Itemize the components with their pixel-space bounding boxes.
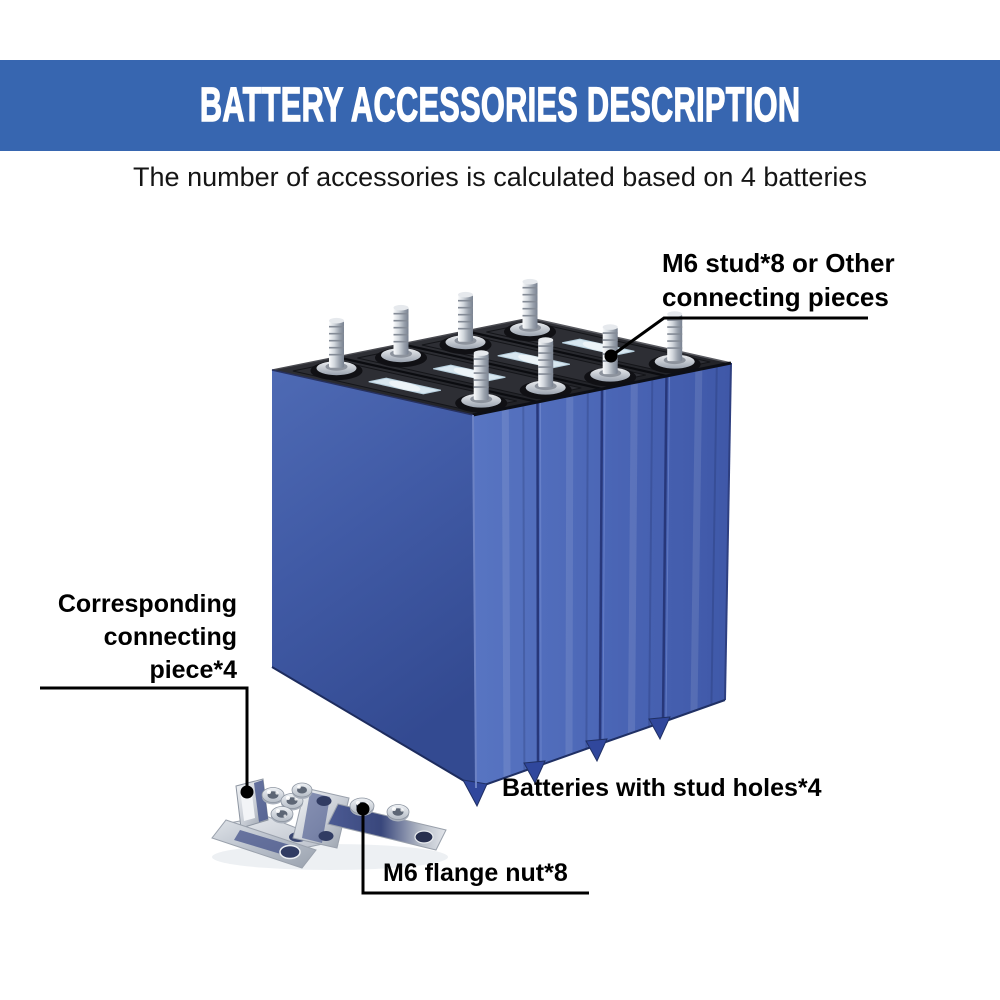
battery-cell-panels (462, 361, 732, 808)
callout-flange-nut-label: M6 flange nut*8 (383, 859, 568, 887)
stud-icon (375, 304, 427, 368)
stud-icon (439, 291, 492, 355)
battery-left-face (272, 370, 476, 788)
callout-batteries-label: Batteries with stud holes*4 (502, 774, 822, 802)
callout-line (40, 686, 249, 792)
callout-stud-line1: M6 stud*8 or Other (662, 248, 895, 278)
callout-connecting-line1: Corresponding (57, 590, 237, 618)
stud-icon (504, 278, 556, 342)
subtitle-text: The number of accessories is calculated … (133, 162, 867, 192)
busbar-icon (211, 819, 317, 869)
label-sticker-icon (368, 338, 635, 395)
accessories-hardware (211, 778, 448, 870)
flange-nut-icon (261, 787, 285, 805)
busbar-icon (327, 803, 447, 851)
callout-dots (240, 349, 618, 816)
callout-lines (40, 316, 868, 895)
callout-stud-line2: connecting pieces (662, 282, 889, 312)
title-banner: BATTERY ACCESSORIES DESCRIPTION (0, 60, 1000, 151)
flange-nut-icon (386, 804, 410, 822)
stud-icon (455, 350, 508, 413)
battery-top-seams (336, 329, 667, 404)
battery-front-edge (472, 414, 477, 789)
battery-left-top-edge (271, 369, 474, 416)
stud-icon (648, 311, 701, 374)
page-title: BATTERY ACCESSORIES DESCRIPTION (199, 78, 801, 132)
battery-left-bottom-edge (271, 666, 477, 789)
callout-dot (356, 802, 370, 816)
callout-connecting-line2: connecting (103, 623, 237, 651)
flange-nut-icon (270, 806, 294, 824)
callout-line (613, 316, 868, 356)
busbar-icon (292, 787, 350, 849)
flange-nut-icon (291, 782, 313, 799)
callout-line (361, 812, 589, 895)
stud-icon (519, 337, 572, 400)
stud-icon (584, 324, 637, 387)
stud-icon (310, 317, 363, 381)
battery-stack-icon (271, 278, 732, 808)
callout-dot (240, 785, 254, 799)
callout-dot (604, 349, 618, 363)
callout-connecting-piece-label: Corresponding connecting piece*4 (29, 588, 237, 687)
stud-terminals (310, 278, 701, 413)
callout-stud-label: M6 stud*8 or Other connecting pieces (662, 246, 895, 314)
callout-connecting-line3: piece*4 (149, 656, 237, 684)
